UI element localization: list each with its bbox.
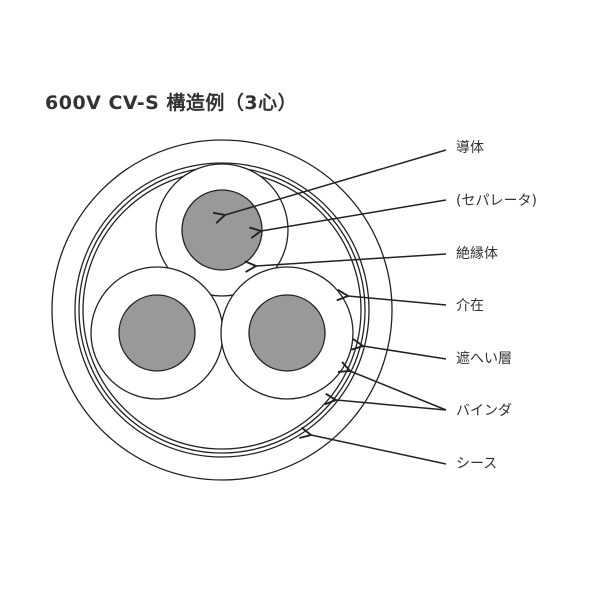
- leader-binder-1: [350, 371, 447, 411]
- leader-separator: [261, 199, 447, 231]
- conductor-top: [181, 189, 263, 271]
- label-filler: 介在: [456, 298, 484, 314]
- sheath-outer: [51, 139, 393, 481]
- leader-conductor: [225, 149, 447, 215]
- leader-binder-2: [336, 400, 447, 411]
- label-shield: 遮へい層: [456, 351, 512, 367]
- label-conductor: 導体: [456, 140, 484, 156]
- label-binder: バインダ: [456, 403, 512, 419]
- conductor-left: [118, 294, 196, 372]
- shield-layer: [74, 162, 370, 458]
- leader-insulation: [256, 253, 447, 266]
- label-separator: (セパレータ): [456, 193, 537, 209]
- label-insulation: 絶縁体: [456, 246, 498, 262]
- leader-filler: [348, 296, 447, 306]
- label-sheath: シース: [456, 456, 497, 472]
- leader-sheath: [311, 435, 447, 465]
- diagram-title: 600V CV-S 構造例（3心）: [45, 92, 298, 114]
- conductor-right: [248, 294, 326, 372]
- leader-shield: [363, 346, 447, 360]
